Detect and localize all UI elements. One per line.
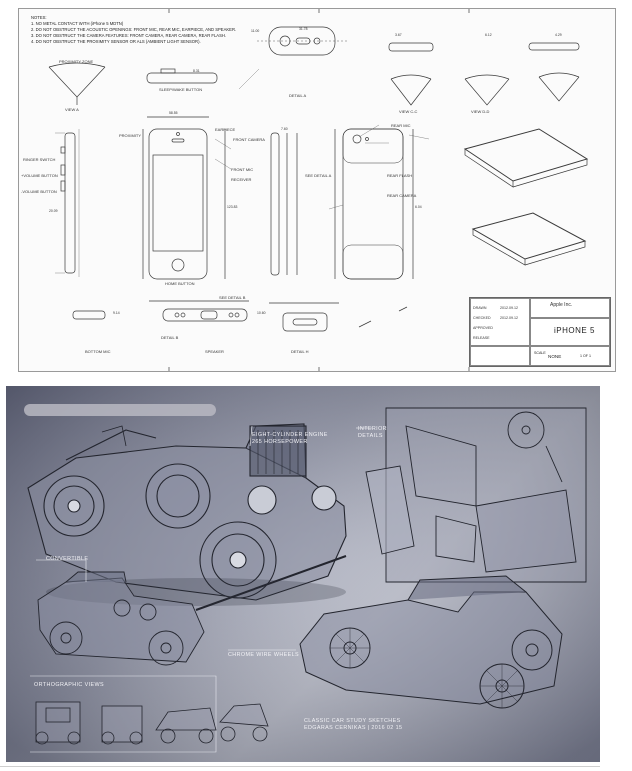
sleep-wake-label: SLEEP/WAKE BUTTON xyxy=(159,87,203,92)
tb-row-approved: APPROVED xyxy=(473,326,493,330)
rear-camera-label: REAR CAMERA xyxy=(387,193,417,198)
engine-label-line: EIGHT-CYLINDER ENGINE xyxy=(252,432,328,438)
dimension-d3: 20.09 xyxy=(49,209,58,213)
credits-author: EDGARAS CERNIKAS | 2016 02 15 xyxy=(304,725,403,731)
earpiece-label: EARPIECE xyxy=(215,127,236,132)
dimension-d9: 3.67 xyxy=(395,33,402,37)
proximity-label: PROXIMITY xyxy=(119,133,142,138)
car-sketch-linework xyxy=(6,386,600,762)
interior-label: INTERIOR DETAILS xyxy=(358,426,387,440)
interior-label-line: DETAILS xyxy=(358,433,383,439)
note-line: 2. DO NOT OBSTRUCT THE ACOUSTIC OPENINGS… xyxy=(31,27,237,32)
see-detail-a-label: SEE DETAIL A xyxy=(305,173,332,178)
receiver-label: RECEIVER xyxy=(231,177,252,182)
rear-mic-label: REAR MIC xyxy=(391,123,411,128)
tb-row-release: RELEASE xyxy=(473,336,490,340)
scale-label: SCALE xyxy=(534,351,546,355)
dimension-d6: 9.14 xyxy=(113,311,120,315)
dimension-height: 123.83 xyxy=(227,205,238,209)
bottom-mic-label: BOTTOM MIC xyxy=(85,349,111,354)
tb-row-checked: CHECKED xyxy=(473,316,491,320)
view-c-label: VIEW C-C xyxy=(399,109,418,114)
chrome-wheels-label: CHROME WIRE WHEELS xyxy=(228,652,299,658)
note-line: 1. NO METAL CONTACT WITH (iPhone 5 MDTN) xyxy=(31,21,124,26)
view-d-label: VIEW D-D xyxy=(471,109,490,114)
dimension-d1: 31.78 xyxy=(299,27,308,31)
proximity-zone-label: PROXIMITY ZONE xyxy=(59,59,94,64)
volume-down-label: -VOLUME BUTTON xyxy=(21,189,57,194)
dimension-d8: 10.60 xyxy=(257,311,266,315)
engine-label: EIGHT-CYLINDER ENGINE 265 HORSEPOWER xyxy=(252,432,328,446)
dimension-d10: 6.12 xyxy=(485,33,492,37)
front-mic-label: FRONT MIC xyxy=(231,167,254,172)
speaker-label: SPEAKER xyxy=(205,349,224,354)
dimension-width: 58.55 xyxy=(169,111,178,115)
interior-label-line: INTERIOR xyxy=(358,426,387,432)
product-name: iPHONE 5 xyxy=(554,326,595,335)
engine-label-line: 265 HORSEPOWER xyxy=(252,439,308,445)
rear-flash-label: REAR FLASH xyxy=(387,173,413,178)
sheet-number: 1 OF 1 xyxy=(580,354,591,358)
tb-date-checked: 2012.09.12 xyxy=(500,316,518,320)
company-name: Apple Inc. xyxy=(550,302,573,308)
tb-row-drawn: DRAWN xyxy=(473,306,487,310)
sketch-credits: CLASSIC CAR STUDY SKETCHES EDGARAS CERNI… xyxy=(304,718,402,732)
detail-a-label: DETAIL A xyxy=(289,93,307,98)
ringer-switch-label: RINGER SWITCH xyxy=(23,157,56,162)
blurred-header-bar xyxy=(24,404,216,416)
tb-date-drawn: 2012.09.12 xyxy=(500,306,518,310)
detail-h-label: DETAIL H xyxy=(291,349,309,354)
see-detail-b-label: SEE DETAIL B xyxy=(219,295,246,300)
credits-title: CLASSIC CAR STUDY SKETCHES xyxy=(304,718,401,724)
technical-drawing-sheet: NOTES: 1. NO METAL CONTACT WITH (iPhone … xyxy=(18,8,616,372)
view-a-label: VIEW A xyxy=(65,107,79,112)
orthographic-views-label: ORTHOGRAPHIC VIEWS xyxy=(34,682,104,688)
car-sketch-sheet: EIGHT-CYLINDER ENGINE 265 HORSEPOWER INT… xyxy=(6,386,600,762)
home-button-label: HOME BUTTON xyxy=(165,281,195,286)
dimension-d7: 8.31 xyxy=(193,69,200,73)
drawing-linework xyxy=(48,9,589,371)
front-camera-label: FRONT CAMERA xyxy=(233,137,265,142)
note-line: 3. DO NOT OBSTRUCT THE CAMERA FEATURES: … xyxy=(31,33,227,38)
dimension-d2: 11.00 xyxy=(251,29,260,33)
detail-b-label: DETAIL B xyxy=(161,335,179,340)
notes-header: NOTES: xyxy=(31,15,47,20)
dimension-depth: 7.60 xyxy=(281,127,288,131)
page-divider xyxy=(0,766,600,767)
scale-value: NONE xyxy=(548,354,562,359)
dimension-d4: 6.04 xyxy=(415,205,422,209)
volume-up-label: +VOLUME BUTTON xyxy=(21,173,58,178)
convertible-label: CONVERTIBLE xyxy=(46,556,89,562)
drawing-notes: NOTES: 1. NO METAL CONTACT WITH (iPhone … xyxy=(31,15,236,45)
dimension-d5: 4.29 xyxy=(555,33,562,37)
note-line: 4. DO NOT OBSTRUCT THE PROXIMITY SENSOR … xyxy=(31,39,201,44)
title-block: Apple Inc. DRAWN 2012.09.12 CHECKED 2012… xyxy=(469,297,611,367)
